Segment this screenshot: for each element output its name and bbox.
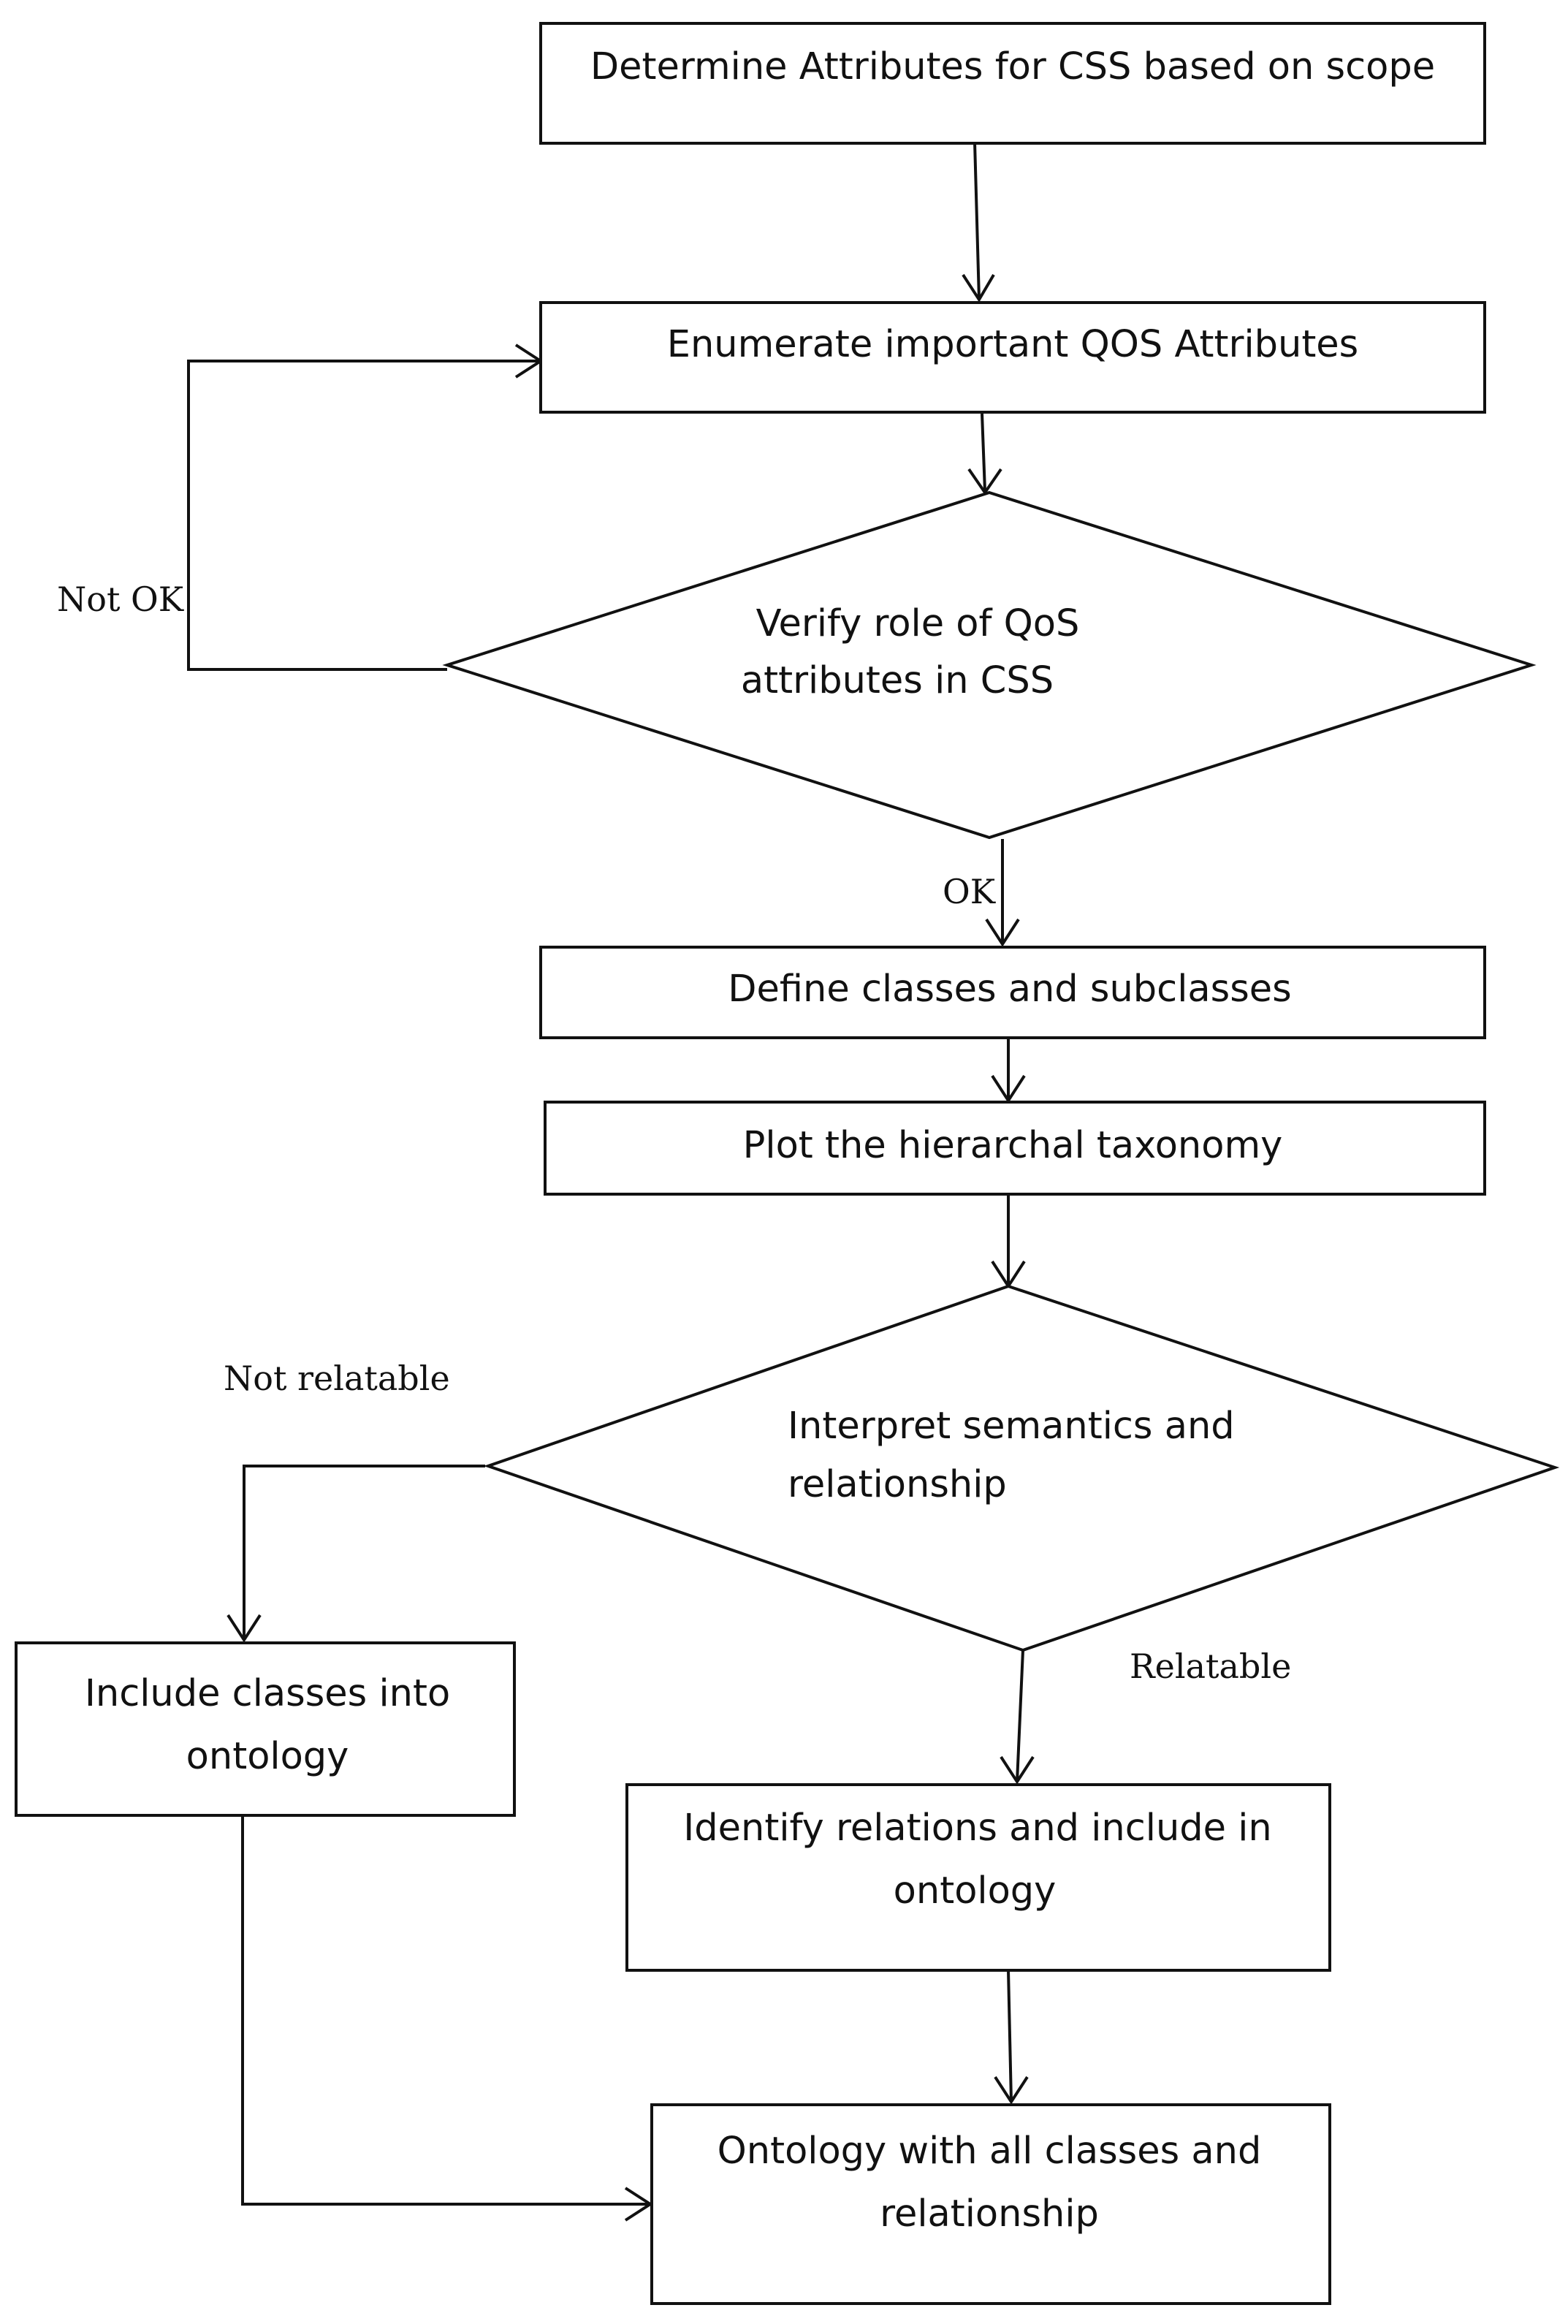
node-label-line: Enumerate important QOS Attributes: [667, 323, 1359, 366]
edge-interpret-notrelatable-arrowhead: [227, 1614, 262, 1643]
process-box: [625, 1783, 1331, 1972]
node-label-line: attributes in CSS: [741, 659, 1054, 702]
edge-label-not-relatable: Not relatable: [224, 1359, 450, 1398]
decision-diamond: [483, 1284, 1560, 1652]
edge-enumerate-to-verify: [981, 413, 986, 492]
edge-interpret-relatable-arrowhead: [1000, 1755, 1035, 1785]
node-label-line: Interpret semantics and: [788, 1405, 1235, 1448]
process-box: [15, 1641, 516, 1817]
edge-interpret-relatable: [1016, 1649, 1024, 1782]
process-box: [539, 22, 1486, 145]
process-box: [544, 1101, 1486, 1196]
node-include-classes: Include classes into ontology: [15, 1641, 516, 1817]
node-label-line: Determine Attributes for CSS based on sc…: [590, 45, 1435, 88]
edge-determine-to-enumerate: [973, 141, 981, 300]
node-label-line: ontology: [186, 1735, 349, 1778]
edge-verify-ok-to-define-arrowhead: [985, 918, 1020, 947]
edge-label-not-ok: Not OK: [57, 580, 185, 619]
node-label-line: Include classes into: [85, 1672, 450, 1715]
node-interpret-semantics: Interpret semantics and relationship: [483, 1284, 1560, 1652]
edge-labels: Not OK OK Not relatable Relatable: [57, 580, 1291, 1686]
edge-verify-notok-loop: [187, 360, 541, 671]
edge-label-relatable: Relatable: [1130, 1647, 1291, 1686]
connectors: [187, 141, 1035, 2222]
node-determine-attributes: Determine Attributes for CSS based on sc…: [539, 22, 1486, 145]
node-label-line: relationship: [880, 2192, 1099, 2236]
node-plot-taxonomy: Plot the hierarchal taxonomy: [544, 1101, 1486, 1196]
node-label-line: Verify role of QoS: [756, 602, 1080, 645]
edge-label-ok: OK: [943, 872, 997, 911]
process-box: [650, 2103, 1331, 2305]
process-box: [539, 301, 1486, 414]
edge-determine-to-enumerate-arrowhead: [962, 273, 995, 303]
edge-include-to-ontology: [241, 1817, 650, 2206]
node-label-line: relationship: [788, 1463, 1007, 1506]
edge-identify-to-ontology-arrowhead: [994, 2076, 1029, 2105]
node-label-line: Identify relations and include in: [683, 1807, 1272, 1850]
edge-interpret-notrelatable: [243, 1465, 485, 1640]
node-label-line: ontology: [894, 1869, 1057, 1913]
node-define-classes: Define classes and subclasses: [539, 946, 1486, 1039]
process-box: [539, 946, 1486, 1039]
node-ontology-final: Ontology with all classes and relationsh…: [650, 2103, 1331, 2305]
edge-identify-to-ontology: [1007, 1970, 1013, 2103]
node-label-line: Plot the hierarchal taxonomy: [743, 1124, 1283, 1167]
decision-diamond: [442, 490, 1537, 840]
node-verify-role: Verify role of QoS attributes in CSS: [442, 490, 1537, 840]
node-enumerate-qos: Enumerate important QOS Attributes: [539, 301, 1486, 414]
node-identify-relations: Identify relations and include in ontolo…: [625, 1783, 1331, 1972]
node-label-line: Define classes and subclasses: [728, 968, 1291, 1011]
node-label-line: Ontology with all classes and: [718, 2130, 1262, 2173]
